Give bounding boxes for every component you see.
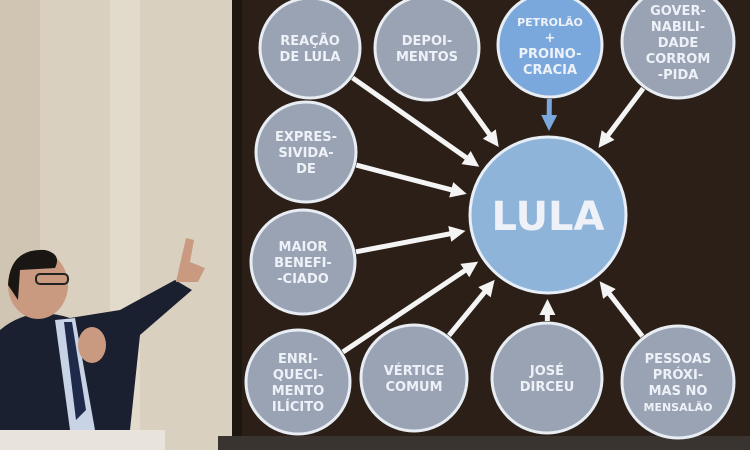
node-circle (249, 208, 357, 316)
podium (0, 430, 165, 450)
node-circle (373, 0, 481, 102)
node-label: GOVER- (650, 4, 706, 19)
node-label: PROINO- (519, 47, 582, 62)
center-node: LULA (468, 135, 628, 295)
node-label: JOSÉ (529, 363, 564, 379)
arrowhead (599, 281, 616, 299)
node: PETROLÃO +PROINO-CRACIA (496, 0, 604, 99)
node-label: DE (296, 162, 316, 177)
arrowhead (478, 279, 495, 298)
node-label: QUECI- (273, 368, 323, 383)
node-label: SIVIDA- (278, 146, 333, 161)
glasses (35, 273, 69, 285)
node-label: DADE (658, 36, 699, 51)
arrowhead (541, 114, 558, 132)
node: DEPOI-MENTOS (373, 0, 481, 102)
arrowhead (482, 129, 499, 147)
screen-edge (232, 0, 242, 440)
screen-base (218, 436, 750, 450)
node-label: PETROLÃO (517, 16, 583, 29)
arrowhead (448, 225, 466, 242)
node-label: CRACIA (523, 63, 577, 78)
hair (8, 249, 58, 300)
node-label: DIRCEU (520, 380, 575, 395)
arrowhead (598, 130, 615, 148)
raised-hand (176, 238, 205, 282)
tie (64, 322, 86, 420)
node-label: DE LULA (280, 50, 341, 65)
node: EXPRES-SIVIDA-DE (254, 100, 358, 204)
arrow (601, 86, 646, 143)
node-label: NABILI- (651, 20, 705, 35)
node-label: ILÍCITO (272, 399, 324, 415)
node-label: PRÓXI- (653, 367, 703, 383)
arrow (341, 264, 473, 355)
arrows (341, 75, 646, 355)
node-circle (244, 328, 352, 436)
node-label: MAIOR (279, 240, 328, 255)
presenter (0, 238, 205, 450)
arrow (351, 75, 475, 165)
arrow (602, 286, 645, 338)
node-label: ENRI- (278, 352, 318, 367)
node-label: VÉRTICE (384, 363, 445, 379)
arrow (355, 229, 459, 255)
node-label: BENEFI- (274, 256, 332, 271)
center-circle (468, 135, 628, 295)
node-label: MENSALÃO (644, 401, 713, 414)
node-label: + (545, 31, 556, 46)
arrowhead (460, 261, 479, 278)
arrow (355, 162, 460, 195)
node-circle (490, 321, 604, 435)
node-label: -PIDA (658, 68, 699, 83)
node-label: COMUM (385, 380, 442, 395)
node-label: REAÇÃO (280, 33, 340, 49)
hand-with-mic (78, 327, 106, 363)
node-label: PESSOAS (645, 352, 712, 367)
arrow (456, 90, 497, 142)
node-label: EXPRES- (275, 130, 337, 145)
node-label: MENTO (272, 384, 325, 399)
node-label: DEPOI- (402, 34, 452, 49)
arrowhead (449, 182, 467, 198)
node-label: MENTOS (396, 50, 458, 65)
node-label: CORROM (646, 52, 711, 67)
node-label: -CIADO (277, 272, 329, 287)
node-circle (258, 0, 362, 100)
arrowhead (539, 298, 556, 316)
node-circle (359, 323, 469, 433)
node-label: MAS NO (649, 384, 708, 399)
center-label: LULA (492, 194, 605, 240)
node-circle (496, 0, 604, 99)
arrow (446, 284, 492, 338)
node-circle (254, 100, 358, 204)
node-circle (620, 324, 736, 440)
node-circle (620, 0, 736, 100)
arrowhead (461, 151, 480, 167)
